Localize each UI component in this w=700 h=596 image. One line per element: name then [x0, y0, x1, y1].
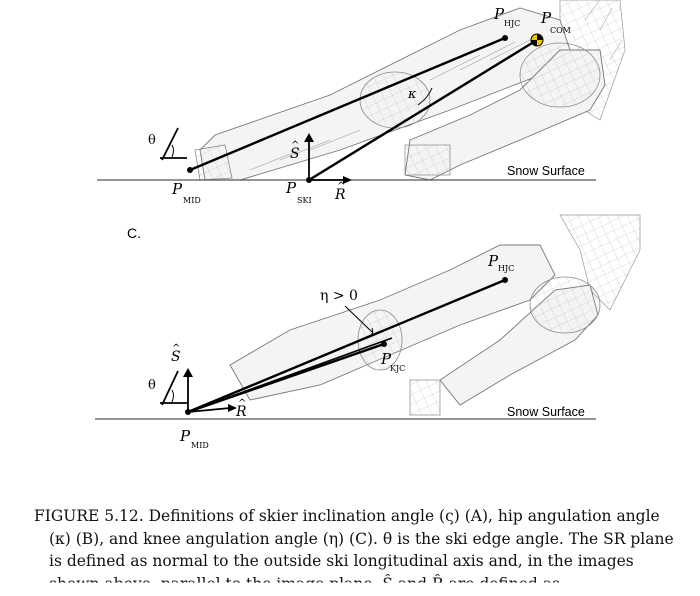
label-theta-b: θ [148, 133, 156, 148]
sub-hjc: HJC [504, 19, 520, 28]
svg-text:^: ^ [337, 181, 345, 192]
svg-text:^: ^ [291, 140, 299, 151]
label-s-hat-b: S [290, 146, 300, 162]
line-ski-com [308, 38, 538, 182]
label-p-kjc: P [380, 350, 392, 368]
label-eta: η > 0 [320, 288, 358, 304]
sub-mid-c: MID [191, 441, 209, 450]
label-p-hjc: P [493, 5, 505, 23]
leg-mesh-c2 [409, 276, 601, 416]
figure-caption: FIGURE 5.12. Definitions of skier inclin… [34, 505, 674, 595]
panel-label-c: C. [127, 225, 141, 241]
caption-line-1: FIGURE 5.12. Definitions of skier inclin… [34, 507, 660, 525]
label-p-mid-c: P [179, 427, 191, 445]
sub-ski: SKI [297, 196, 312, 205]
snow-surface-label-b: Snow Surface [507, 164, 585, 178]
caption-line-4: shown above, parallel to the image plane… [49, 574, 560, 593]
label-p-hjc-c: P [487, 252, 499, 270]
leg-mesh-b1 [199, 7, 571, 181]
label-s-hat-c: S [171, 349, 181, 365]
label-kappa: κ [407, 87, 417, 102]
line-mid-hjc-c [187, 278, 506, 414]
figure-diagram: P HJC P COM κ θ S ^ R ^ P MID P SKI Snow… [95, 0, 641, 450]
label-theta-c: θ [148, 378, 156, 393]
label-p-com: P [540, 9, 552, 27]
label-r-hat-c: R [235, 404, 247, 420]
caption-line-2: (κ) (B), and knee angulation angle (η) (… [49, 529, 674, 548]
svg-text:^: ^ [238, 398, 246, 409]
com-marker-icon [530, 33, 544, 47]
sub-kjc: KJC [390, 364, 405, 373]
snow-surface-label-c: Snow Surface [507, 405, 585, 419]
label-r-hat-b: R [334, 187, 346, 203]
leg-mesh-b2 [404, 42, 606, 181]
sub-mid-b: MID [183, 196, 201, 205]
panel-b: P HJC P COM κ θ S ^ R ^ P MID P SKI Snow… [97, 0, 626, 205]
sub-com: COM [550, 26, 571, 35]
sub-hjc-c: HJC [498, 264, 514, 273]
label-p-ski: P [285, 179, 297, 197]
line-mid-hjc [189, 36, 506, 172]
svg-text:^: ^ [172, 343, 180, 354]
panel-c: C. P [95, 214, 641, 450]
caption-line-3: is defined as normal to the outside ski … [49, 552, 634, 570]
label-p-mid-b: P [171, 180, 183, 198]
